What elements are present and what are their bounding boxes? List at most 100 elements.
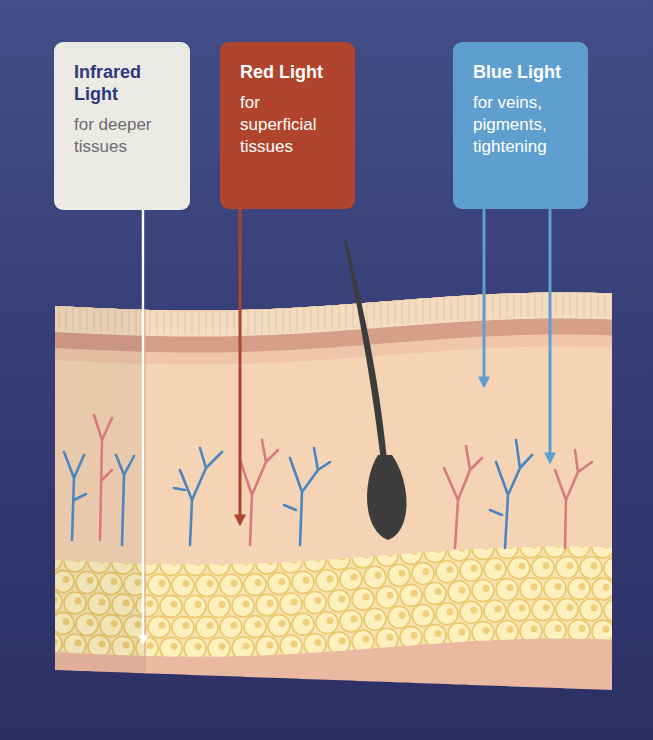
fat-cell — [280, 635, 302, 657]
fat-cell — [340, 568, 362, 590]
cell-nucleus — [615, 605, 622, 612]
cell-nucleus — [423, 568, 430, 575]
block-edge — [144, 300, 145, 700]
fat-cell — [364, 650, 386, 672]
cell-nucleus — [423, 610, 430, 617]
fat-cell — [460, 601, 482, 623]
cell-nucleus — [195, 559, 202, 566]
cell-nucleus — [375, 572, 382, 579]
cell-nucleus — [255, 579, 262, 586]
fat-cell — [544, 619, 566, 641]
cell-nucleus — [399, 654, 406, 661]
cell-nucleus — [351, 616, 358, 623]
cell-nucleus — [387, 634, 394, 641]
cell-nucleus — [603, 626, 610, 633]
fat-cell — [208, 595, 230, 617]
fat-cell — [340, 652, 362, 674]
cell-nucleus — [171, 601, 178, 608]
cell-nucleus — [279, 662, 286, 669]
fat-cell — [328, 590, 350, 612]
fat-cell — [556, 598, 578, 620]
fat-cell — [352, 588, 374, 610]
fat-cell — [184, 596, 206, 618]
light-heading: Red Light — [240, 62, 337, 84]
light-description: for veins, pigments, tightening — [473, 92, 570, 158]
fat-cell — [148, 658, 170, 680]
fat-cell — [364, 566, 386, 588]
fat-cell — [172, 617, 194, 639]
blood-vessel — [64, 452, 86, 540]
fat-cell — [424, 541, 446, 563]
fat-cell — [544, 535, 566, 557]
cell-nucleus — [555, 583, 562, 590]
fat-cell — [196, 617, 218, 639]
fat-cell — [532, 599, 554, 621]
cell-nucleus — [543, 562, 550, 569]
blood-vessel — [94, 415, 112, 540]
fat-cell — [232, 595, 254, 617]
fat-cell — [268, 615, 290, 637]
fat-cell — [148, 574, 170, 596]
cell-nucleus — [615, 563, 622, 570]
cell-nucleus — [507, 584, 514, 591]
cell-nucleus — [543, 646, 550, 653]
fat-cell — [304, 634, 326, 656]
cell-nucleus — [291, 598, 298, 605]
blood-vessel — [240, 440, 278, 545]
cell-nucleus — [243, 642, 250, 649]
cell-nucleus — [195, 601, 202, 608]
cell-nucleus — [171, 643, 178, 650]
fat-cell — [316, 612, 338, 634]
cell-nucleus — [159, 664, 166, 671]
fat-cell — [328, 548, 350, 570]
fat-cell — [244, 574, 266, 596]
blood-vessel — [284, 448, 330, 545]
cell-nucleus — [339, 595, 346, 602]
cell-nucleus — [447, 566, 454, 573]
blood-vessel — [174, 448, 222, 545]
cell-nucleus — [219, 601, 226, 608]
fat-cell — [172, 659, 194, 681]
cell-nucleus — [219, 559, 226, 566]
cell-nucleus — [243, 600, 250, 607]
cell-nucleus — [315, 555, 322, 562]
cell-nucleus — [483, 627, 490, 634]
fat-cell — [436, 561, 458, 583]
light-ray-arrow — [239, 209, 242, 524]
fat-cell — [544, 577, 566, 599]
cell-nucleus — [231, 664, 238, 671]
blood-vessel — [555, 450, 592, 548]
cell-nucleus — [315, 597, 322, 604]
fat-cell — [160, 637, 182, 659]
fat-cell — [220, 658, 242, 680]
cell-nucleus — [375, 656, 382, 663]
cell-nucleus — [159, 580, 166, 587]
cell-nucleus — [483, 585, 490, 592]
cell-nucleus — [435, 630, 442, 637]
fat-cell — [184, 554, 206, 576]
fat-cell — [304, 550, 326, 572]
cell-nucleus — [267, 558, 274, 565]
cell-nucleus — [543, 604, 550, 611]
cell-nucleus — [147, 558, 154, 565]
light-label-box: Blue Lightfor veins, pigments, tightenin… — [453, 42, 588, 209]
cell-nucleus — [579, 541, 586, 548]
fat-cell — [232, 637, 254, 659]
cell-nucleus — [531, 541, 538, 548]
light-label-box: Red Lightfor superficial tissues — [220, 42, 355, 209]
cell-nucleus — [183, 622, 190, 629]
cell-nucleus — [195, 643, 202, 650]
cell-nucleus — [375, 614, 382, 621]
cell-nucleus — [267, 642, 274, 649]
fat-cell — [592, 620, 614, 642]
fat-cell — [400, 542, 422, 564]
cell-nucleus — [387, 550, 394, 557]
blood-vessel — [444, 446, 482, 548]
cell-nucleus — [207, 622, 214, 629]
cell-nucleus — [291, 556, 298, 563]
fat-cell — [412, 562, 434, 584]
fat-cell — [496, 578, 518, 600]
light-heading: Infrared Light — [74, 62, 172, 106]
cell-nucleus — [579, 625, 586, 632]
fat-cell — [424, 625, 446, 647]
